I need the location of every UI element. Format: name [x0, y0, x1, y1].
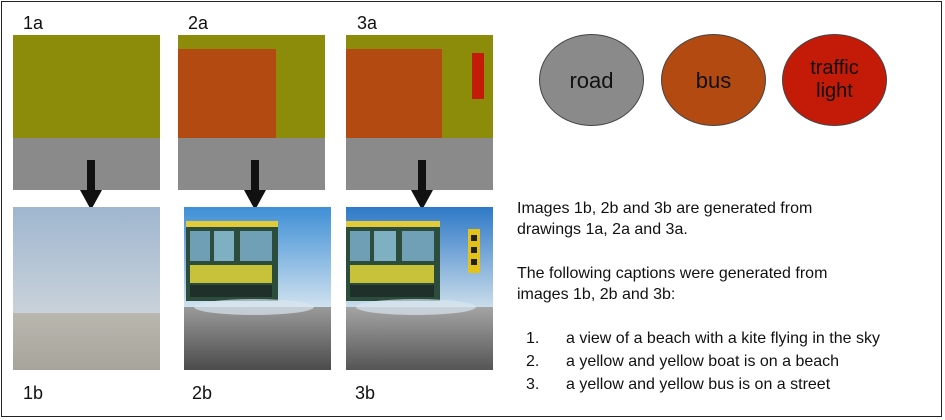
legend-traffic-light-label-line2: light — [816, 80, 853, 102]
label-1b: 1b — [23, 383, 44, 403]
label-3a: 3a — [357, 13, 378, 33]
description-line-1: Images 1b, 2b and 3b are generated from — [517, 200, 813, 217]
road-region — [13, 138, 160, 190]
description-line-2: drawings 1a, 2a and 3a. — [517, 221, 688, 238]
caption-text: a view of a beach with a kite flying in … — [566, 330, 880, 347]
label-2a: 2a — [188, 13, 209, 33]
background-region — [13, 35, 160, 138]
generated-image-3b — [346, 207, 493, 370]
legend-bus-label: bus — [695, 67, 732, 93]
caption-number: 2. — [526, 353, 540, 370]
legend-traffic-light: traffic light — [782, 34, 887, 126]
caption-text: a yellow and yellow boat is on a beach — [566, 353, 840, 370]
down-arrow-icon — [411, 160, 433, 210]
label-2b: 2b — [192, 383, 213, 403]
generated-image-1b — [13, 207, 160, 370]
description-line-3: The following captions were generated fr… — [517, 265, 828, 282]
label-3b: 3b — [355, 383, 376, 403]
legend-road-label: road — [569, 67, 614, 93]
caption-text: a yellow and yellow bus is on a street — [566, 376, 831, 393]
caption-item: 1. a view of a beach with a kite flying i… — [526, 328, 880, 349]
bus-region — [346, 49, 442, 139]
drawing-1a — [13, 35, 160, 190]
legend-road: road — [539, 34, 644, 126]
caption-item: 3. a yellow and yellow bus is on a street — [526, 374, 830, 395]
caption-number: 1. — [526, 330, 540, 347]
legend-traffic-light-label-line1: traffic — [810, 57, 859, 79]
legend-bus: bus — [661, 34, 766, 126]
down-arrow-icon — [244, 160, 266, 210]
traffic-light-region — [472, 53, 484, 99]
bus-region — [178, 49, 276, 139]
generated-image-2b — [184, 207, 331, 370]
caption-item: 2. a yellow and yellow boat is on a beach — [526, 351, 839, 372]
down-arrow-icon — [80, 160, 102, 210]
description-line-4: images 1b, 2b and 3b: — [517, 286, 676, 303]
caption-number: 3. — [526, 376, 540, 393]
label-1a: 1a — [23, 13, 44, 33]
